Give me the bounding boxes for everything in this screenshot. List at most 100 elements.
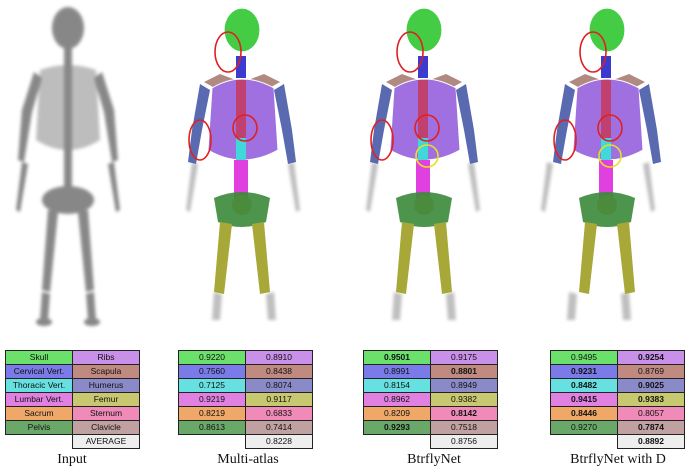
score-cell: 0.6833 — [245, 406, 313, 421]
score-cell: 0.8057 — [617, 406, 685, 421]
legend-label: Skull — [5, 350, 73, 365]
score-cell: 0.8962 — [363, 392, 431, 407]
score-cell: 0.9382 — [430, 392, 498, 407]
score-cell: 0.8801 — [430, 364, 498, 379]
input-scan-image — [16, 7, 120, 326]
legend-average-row: AVERAGE — [6, 434, 140, 449]
error-circle — [597, 114, 623, 142]
empty-cell — [364, 435, 431, 449]
score-cell: 0.8154 — [363, 378, 431, 393]
legend-average-label: AVERAGE — [72, 434, 140, 449]
caption-multi-atlas: Multi-atlas — [217, 452, 279, 467]
legend-label: Sternum — [72, 406, 140, 421]
score-cell: 0.9383 — [617, 392, 685, 407]
score-cell: 0.9025 — [617, 378, 685, 393]
caption-btrflynet-d: BtrflyNet with D — [570, 452, 666, 467]
error-circle — [579, 31, 607, 73]
legend-label: Humerus — [72, 378, 140, 393]
legend-row: Thoracic Vert.Humerus — [5, 378, 140, 393]
caption-input: Input — [57, 452, 87, 467]
multi-atlas-panel — [170, 0, 330, 330]
score-cell: 0.8769 — [617, 364, 685, 379]
score-cell: 0.8438 — [245, 364, 313, 379]
score-cell: 0.7125 — [178, 378, 246, 393]
score-cell: 0.8209 — [363, 406, 431, 421]
average-row: 0.8892 — [551, 434, 685, 449]
average-score-cell: 0.8756 — [430, 434, 498, 449]
legend-label: Scapula — [72, 364, 140, 379]
score-cell: 0.8142 — [430, 406, 498, 421]
input-scan-panel — [0, 0, 160, 330]
legend-label: Lumbar Vert. — [5, 392, 73, 407]
score-cell: 0.9220 — [178, 350, 246, 365]
btrflynet-panel — [350, 0, 510, 330]
error-circle — [553, 119, 577, 161]
score-cell: 0.8482 — [550, 378, 618, 393]
empty-cell — [551, 435, 618, 449]
average-row: 0.8228 — [179, 434, 313, 449]
highlight-circle — [598, 144, 622, 168]
legend-label: Femur — [72, 392, 140, 407]
score-cell: 0.9254 — [617, 350, 685, 365]
score-cell: 0.8074 — [245, 378, 313, 393]
score-cell: 0.9231 — [550, 364, 618, 379]
legend-row: Cervical Vert.Scapula — [5, 364, 140, 379]
score-cell: 0.7518 — [430, 420, 498, 435]
score-cell: 0.9175 — [430, 350, 498, 365]
empty-cell — [179, 435, 246, 449]
score-cell: 0.7414 — [245, 420, 313, 435]
legend-label: Thoracic Vert. — [5, 378, 73, 393]
score-cell: 0.7560 — [178, 364, 246, 379]
score-cell: 0.8613 — [178, 420, 246, 435]
error-circle — [188, 119, 212, 161]
legend-label: Ribs — [72, 350, 140, 365]
legend-label: Cervical Vert. — [5, 364, 73, 379]
btrflynet-d-panel — [525, 0, 685, 330]
highlight-circle — [415, 144, 439, 168]
average-score-cell: 0.8892 — [617, 434, 685, 449]
score-cell: 0.8446 — [550, 406, 618, 421]
error-circle — [396, 31, 424, 73]
average-row: 0.8756 — [364, 434, 498, 449]
multi-atlas-segmentation — [186, 7, 300, 320]
score-cell: 0.7874 — [617, 420, 685, 435]
score-cell: 0.8910 — [245, 350, 313, 365]
score-cell: 0.9495 — [550, 350, 618, 365]
score-cell: 0.9219 — [178, 392, 246, 407]
average-score-cell: 0.8228 — [245, 434, 313, 449]
btrflynet-segmentation — [366, 7, 480, 320]
score-cell: 0.8219 — [178, 406, 246, 421]
legend-label: Clavicle — [72, 420, 140, 435]
error-circle — [232, 114, 258, 142]
score-cell: 0.8991 — [363, 364, 431, 379]
caption-btrflynet: BtrflyNet — [407, 452, 461, 467]
legend-label: Sacrum — [5, 406, 73, 421]
error-circle — [370, 119, 394, 161]
score-cell: 0.9293 — [363, 420, 431, 435]
score-cell: 0.9415 — [550, 392, 618, 407]
legend-row: Lumbar Vert.Femur — [5, 392, 140, 407]
btrflynet-d-segmentation — [541, 7, 661, 320]
